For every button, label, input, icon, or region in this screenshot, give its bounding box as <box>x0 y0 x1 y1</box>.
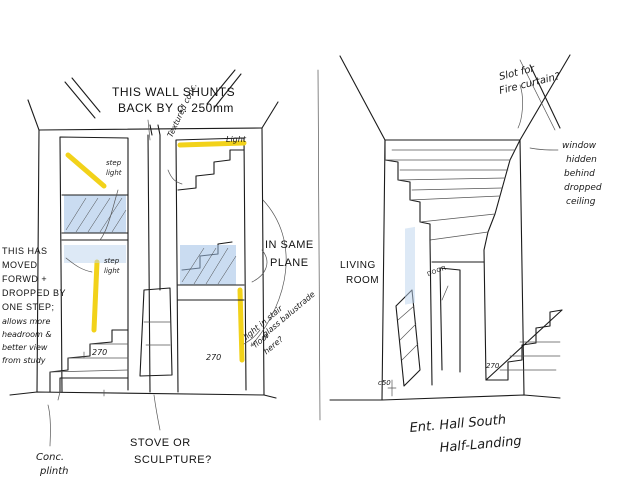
moved-note-line: FORWD + <box>2 274 47 284</box>
dimension-left: 270 <box>92 348 107 357</box>
living-room-line2: ROOM <box>346 275 379 286</box>
dimension-c50: c50 <box>378 379 391 387</box>
moved-note-line: headroom & <box>2 330 52 339</box>
yellow-light-top-right <box>177 140 247 148</box>
moved-note-line: THIS HAS <box>2 246 48 256</box>
step-light-label-1a: step <box>106 159 122 167</box>
moved-note-line: allows more <box>2 317 50 326</box>
dropped-ceiling <box>384 139 431 241</box>
moved-note-line: ONE STEP; <box>2 302 55 312</box>
glass-panel-left <box>64 195 126 233</box>
window-note-line: window <box>562 141 597 151</box>
step-light-label-2b: light <box>104 267 120 275</box>
door-label: DOOR <box>427 265 448 278</box>
light-in-stair-note: light in stair glass balustrade floor he… <box>242 290 317 356</box>
dimension-right: 270 <box>206 353 221 362</box>
door <box>439 267 461 373</box>
stairs-left <box>49 329 129 393</box>
moved-note-line: MOVED <box>2 260 38 270</box>
wall-shunt-note-line1: THIS WALL SHUNTS <box>112 85 235 99</box>
wall-shunt-note-line2: BACK BY c. 250mm <box>118 101 234 115</box>
glass-panel-right <box>180 245 236 285</box>
moved-note-line: DROPPED BY <box>2 288 66 298</box>
window-note-line: hidden <box>566 155 597 165</box>
yellow-light-right-vertical <box>237 287 245 363</box>
stove-note-line1: STOVE OR <box>130 437 191 449</box>
stairs-right-sketch <box>485 309 563 381</box>
moved-forward-note: THIS HAS MOVED FORWD + DROPPED BY ONE ST… <box>2 246 66 365</box>
moved-note-line: from study <box>2 356 46 365</box>
stairs-right <box>177 149 245 191</box>
moved-note-line: better view <box>2 343 48 352</box>
conc-plinth-line2: plinth <box>39 466 69 477</box>
fire-curtain-slot <box>519 59 556 131</box>
dimension-270: 270 <box>486 362 500 370</box>
window-note-line: behind <box>564 169 595 179</box>
left-sketch <box>9 69 287 447</box>
right-sketch <box>329 54 571 401</box>
stove-note-line2: SCULPTURE? <box>134 454 212 466</box>
step-light-label-2a: step <box>104 257 120 265</box>
living-room-line1: LIVING <box>340 260 376 271</box>
glass-balustrade <box>395 289 421 387</box>
yellow-light-upper-left <box>65 152 107 189</box>
window-note-line: dropped <box>564 183 602 193</box>
in-same-plane-line1: IN SAME <box>265 239 314 251</box>
in-same-plane-line2: PLANE <box>270 257 309 269</box>
light-label-top: Light <box>226 135 247 144</box>
window-note: window hidden behind dropped ceiling <box>562 141 602 207</box>
roof-light-left <box>64 77 101 119</box>
roof-light-right <box>206 69 242 109</box>
sheet-divider <box>317 69 321 421</box>
step-light-label-1b: light <box>106 169 122 177</box>
yellow-light-left-vertical <box>91 259 100 333</box>
caption-line2: Half-Landing <box>439 434 522 456</box>
window-note-line: ceiling <box>566 197 596 207</box>
conc-plinth-line1: Conc. <box>36 452 64 463</box>
caption-line1: Ent. Hall South <box>409 413 507 436</box>
stove-block <box>139 287 173 377</box>
